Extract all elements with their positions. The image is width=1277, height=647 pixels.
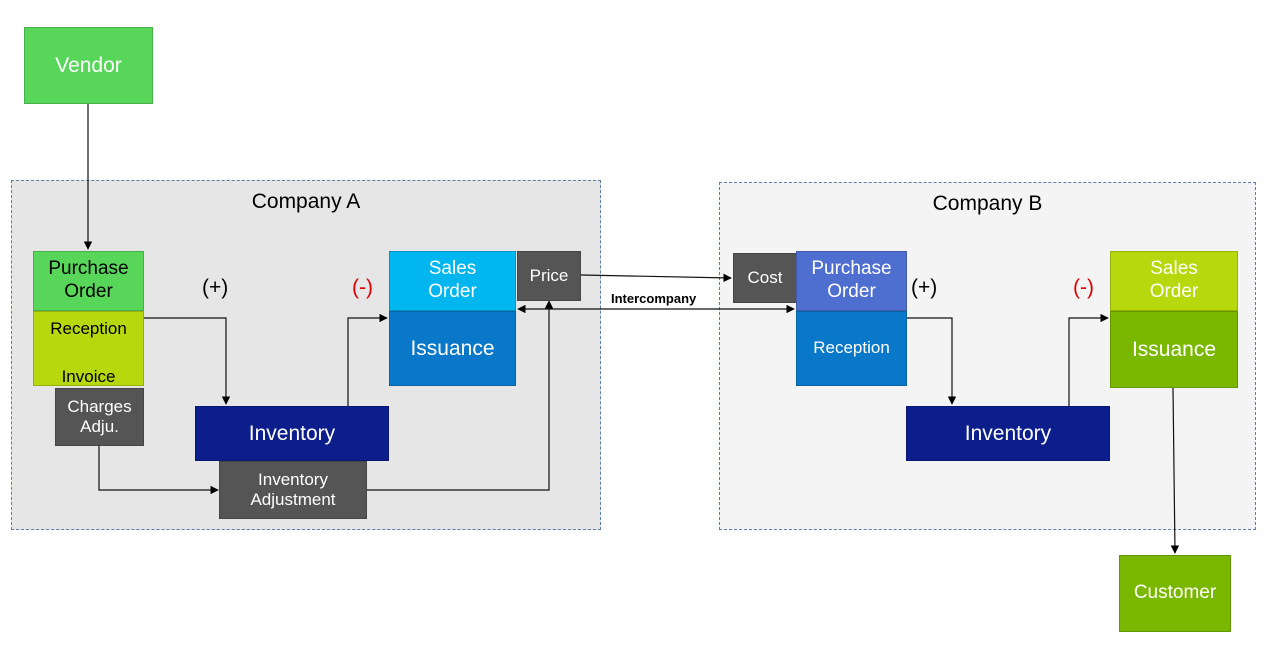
company-a-purchase-order-label: Purchase Order <box>48 258 129 302</box>
company-a-inventory-label: Inventory <box>248 421 336 445</box>
company-b-purchase-order-label: Purchase Order <box>811 258 892 302</box>
company-a-plus-sign: (+) <box>202 276 229 299</box>
company-b-inventory-label: Inventory <box>964 421 1052 445</box>
vendor-box: Vendor <box>24 27 153 104</box>
customer-box: Customer <box>1119 555 1231 632</box>
company-a-title: Company A <box>251 190 361 213</box>
company-a-inventory-box: Inventory <box>195 406 389 461</box>
company-a-purchase-order-box: Purchase Order <box>33 251 144 311</box>
company-b-issuance-label: Issuance <box>1131 337 1217 361</box>
company-a-issuance-label: Issuance <box>410 336 495 360</box>
company-b-inventory-box: Inventory <box>906 406 1110 461</box>
company-b-reception-box: Reception <box>796 311 907 386</box>
company-a-sales-order-box: Sales Order <box>389 251 516 311</box>
company-b-cost-box: Cost <box>733 253 797 303</box>
company-b-reception-label: Reception <box>813 338 890 358</box>
intercompany-label: Intercompany <box>611 291 697 306</box>
company-a-sales-order-label: Sales Order <box>428 258 477 302</box>
charges-to-inv-adjustment-arrow <box>98 446 219 495</box>
company-a-charges-adju-label: Charges Adju. <box>67 396 132 436</box>
inventory-a-to-issuance-arrow <box>347 313 388 406</box>
company-b-cost-label: Cost <box>747 267 783 287</box>
company-a-inventory-adjustment-box: Inventory Adjustment <box>219 461 367 519</box>
company-a-reception-label: Reception <box>50 319 127 338</box>
company-a-inventory-adjustment-label: Inventory Adjustment <box>250 469 336 509</box>
company-a-charges-adju-box: Charges Adju. <box>55 388 144 446</box>
price-to-cost-arrow <box>580 273 732 283</box>
customer-label: Customer <box>1133 582 1217 604</box>
reception-to-inventory-b-arrow <box>907 317 957 405</box>
issuance-to-customer-arrow <box>1170 387 1180 554</box>
company-a-invoice-label: Invoice <box>61 367 116 386</box>
company-a-price-box: Price <box>517 251 581 301</box>
inventory-b-to-issuance-arrow <box>1068 313 1109 406</box>
reception-to-inventory-a-arrow <box>144 317 231 405</box>
company-b-sales-order-label: Sales Order <box>1149 258 1199 302</box>
company-a-issuance-box: Issuance <box>389 311 516 386</box>
company-b-issuance-box: Issuance <box>1110 311 1238 388</box>
company-a-minus-sign: (-) <box>352 276 373 299</box>
vendor-label: Vendor <box>55 53 122 77</box>
company-a-price-label: Price <box>529 265 569 285</box>
company-a-reception-invoice-box: Reception Invoice <box>33 311 144 386</box>
company-b-minus-sign: (-) <box>1073 276 1094 299</box>
company-b-purchase-order-box: Purchase Order <box>796 251 907 311</box>
company-b-sales-order-box: Sales Order <box>1110 251 1238 311</box>
company-b-plus-sign: (+) <box>911 276 938 299</box>
inv-adjustment-to-price-arrow <box>367 300 554 491</box>
company-b-title: Company B <box>932 192 1043 215</box>
